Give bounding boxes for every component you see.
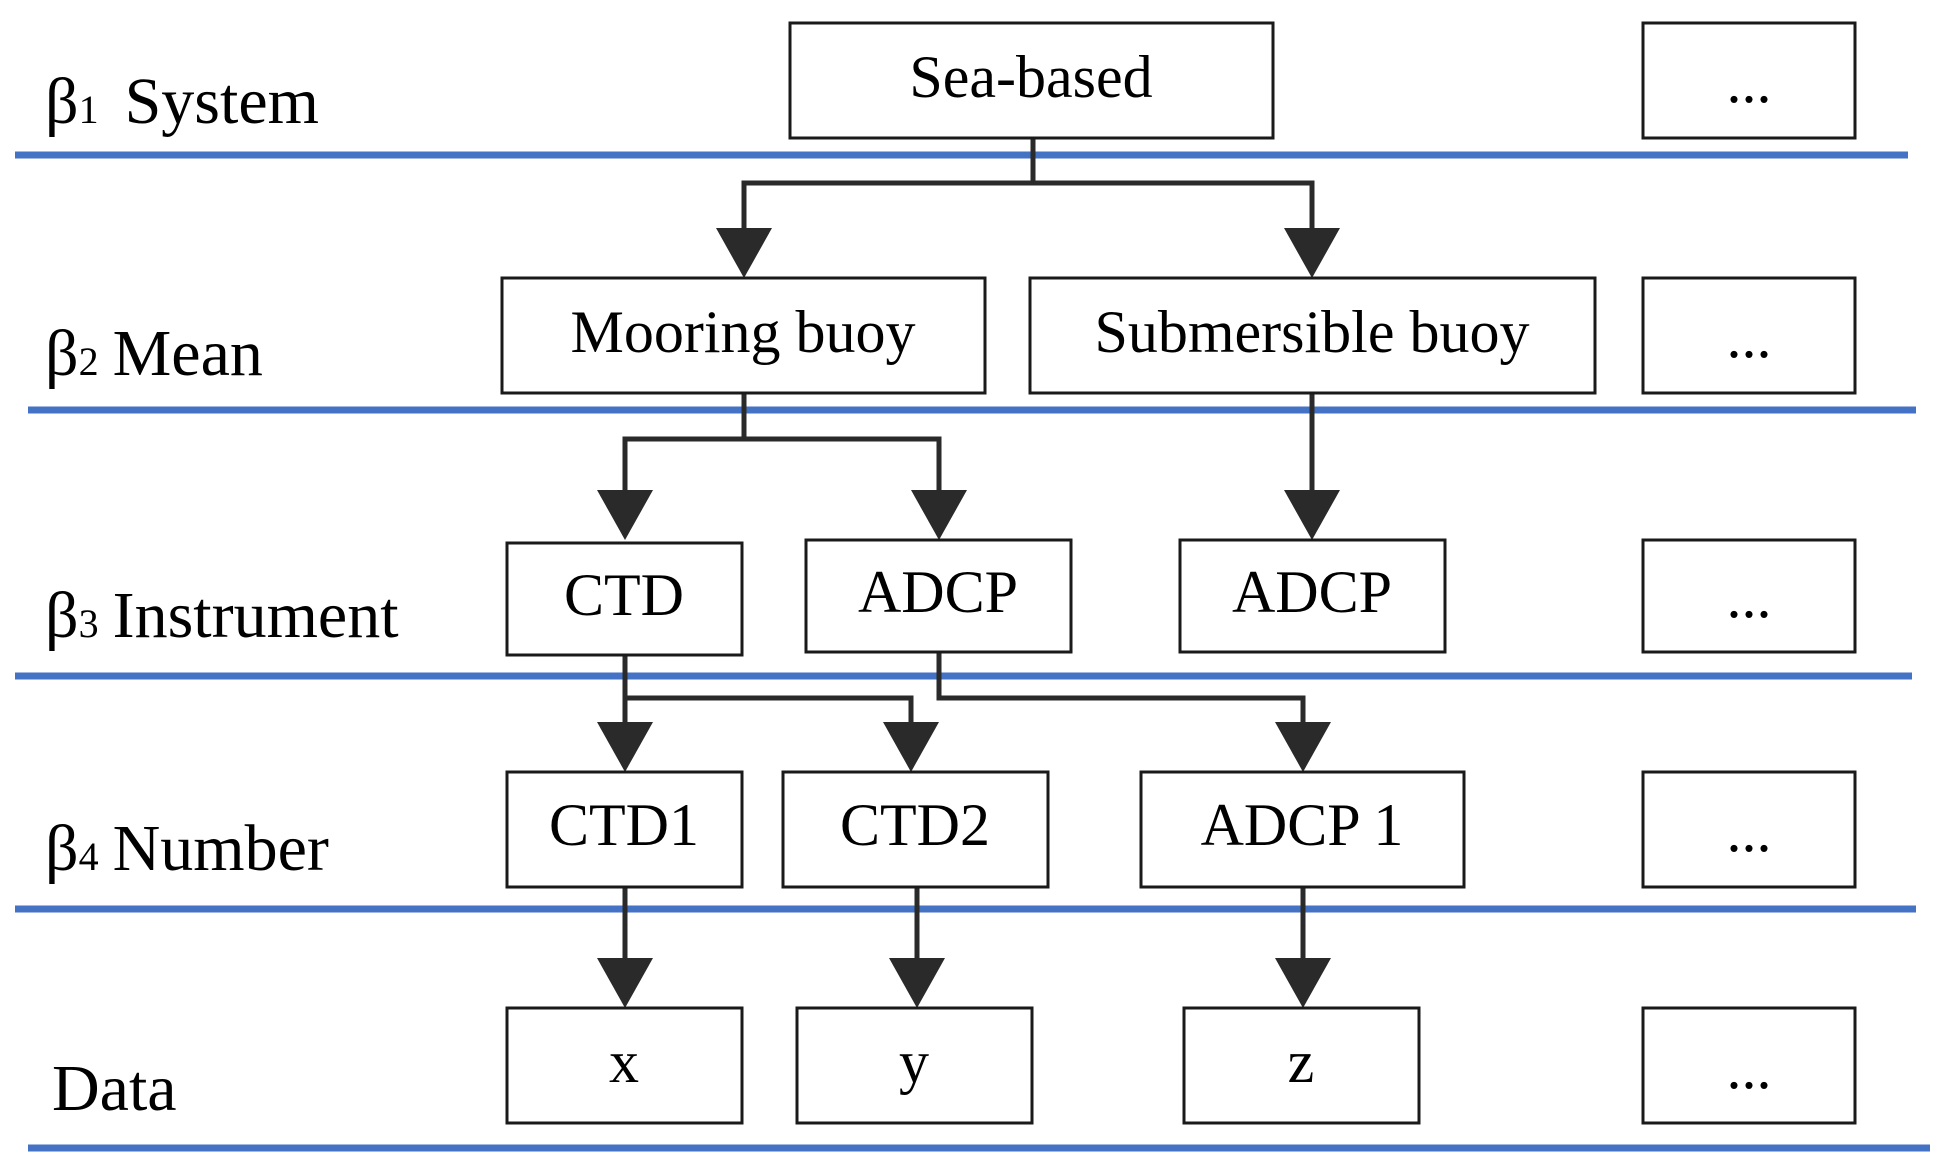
node-ellipsis-instrument: ... [1641,538,1857,654]
node-adcp-submersible: ADCP [1178,538,1447,654]
node-ctd2: CTD2 [781,770,1050,889]
level-label-data: Data [52,1052,177,1125]
node-label-ellipsis-system: ... [1727,49,1772,115]
node-y: y [795,1006,1034,1125]
node-ellipsis-number: ... [1641,770,1857,889]
arrowhead-y [889,958,945,1008]
node-label-x: x [609,1029,639,1095]
node-label-sea-based: Sea-based [909,44,1152,110]
node-label-ellipsis-data: ... [1727,1035,1772,1101]
connector-ctd-to-ctd2 [625,695,914,728]
node-adcp1: ADCP 1 [1139,770,1466,889]
arrowhead-adcp1 [1275,722,1331,772]
node-label-ellipsis-number: ... [1727,798,1772,864]
node-sea-based: Sea-based [788,21,1275,140]
node-adcp-mooring: ADCP [804,538,1073,654]
arrowhead-ctd [597,490,653,540]
connector-sea-to-mooring [741,138,1036,235]
node-ellipsis-mean: ... [1641,276,1857,395]
arrowhead-ctd2 [883,722,939,772]
node-ctd: CTD [505,541,744,657]
node-label-ellipsis-instrument: ... [1727,564,1772,630]
node-label-adcp-mooring: ADCP [858,559,1018,625]
arrowhead-adcp-submersible [1284,490,1340,540]
arrowhead-z [1275,958,1331,1008]
connectors [597,138,1340,1008]
connector-sea-to-submersible [1033,180,1315,235]
arrowhead-adcp-mooring [911,490,967,540]
node-label-ctd1: CTD1 [549,792,699,858]
node-label-mooring-buoy: Mooring buoy [571,299,916,365]
arrowhead-ctd1 [597,722,653,772]
node-z: z [1182,1006,1421,1125]
node-label-adcp-submersible: ADCP [1232,559,1392,625]
connector-adcp-to-adcp1 [936,652,1306,728]
node-submersible-buoy: Submersible buoy [1028,276,1597,395]
node-ctd1: CTD1 [505,770,744,889]
arrowhead-mooring [716,228,772,278]
arrowhead-submersible [1284,228,1340,278]
connector-mooring-to-ctd [622,393,747,495]
connector-mooring-to-adcp [744,436,942,495]
node-mooring-buoy: Mooring buoy [500,276,987,395]
node-label-y: y [899,1029,929,1095]
node-label-adcp1: ADCP 1 [1201,792,1404,858]
node-ellipsis-data: ... [1641,1006,1857,1125]
node-ellipsis-system: ... [1641,21,1857,140]
node-label-ellipsis-mean: ... [1727,304,1772,370]
node-label-submersible-buoy: Submersible buoy [1095,299,1530,365]
node-label-z: z [1288,1029,1315,1095]
arrowhead-x [597,958,653,1008]
node-label-ctd2: CTD2 [840,792,990,858]
node-x: x [505,1006,744,1125]
node-label-ctd: CTD [564,562,684,628]
